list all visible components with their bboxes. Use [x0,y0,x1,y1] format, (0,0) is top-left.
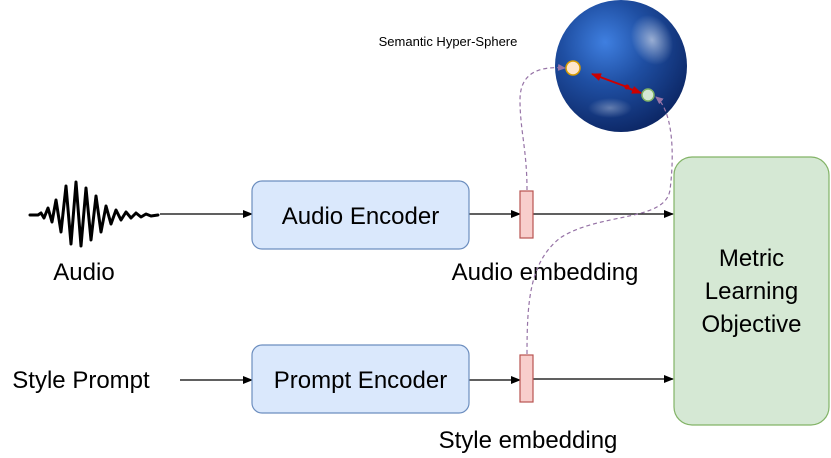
audio-embedding-vector [519,190,534,239]
audio-embedding-projection [519,63,566,191]
prompt-encoder-block: Prompt Encoder [251,344,470,414]
style-embedding-point [641,88,655,102]
pull-arrow-to-audio-point [591,73,628,88]
objective-line-3: Objective [701,311,801,338]
sphere-label: Semantic Hyper-Sphere [379,34,518,49]
objective-line-1: Metric [719,245,784,272]
audio-waveform-icon [28,180,160,248]
semantic-hyper-sphere [555,0,687,132]
style-embedding-vector [519,354,534,403]
audio-encoder-block: Audio Encoder [251,180,470,250]
audio-embedding-point [565,60,581,76]
audio-embedding-label: Audio embedding [452,259,639,286]
style-prompt-label: Style Prompt [12,367,150,394]
audio-label: Audio [53,259,114,286]
sphere-reflection [588,98,632,118]
prompt-encoder-label: Prompt Encoder [274,367,447,394]
objective-line-2: Learning [705,278,798,305]
sphere-highlight [630,14,674,66]
metric-learning-objective-block: Metric Learning Objective [673,156,830,426]
audio-encoder-label: Audio Encoder [282,203,439,230]
style-embedding-label: Style embedding [439,427,618,454]
style-embedding-projection [526,96,673,355]
pull-midpoint [624,84,630,90]
